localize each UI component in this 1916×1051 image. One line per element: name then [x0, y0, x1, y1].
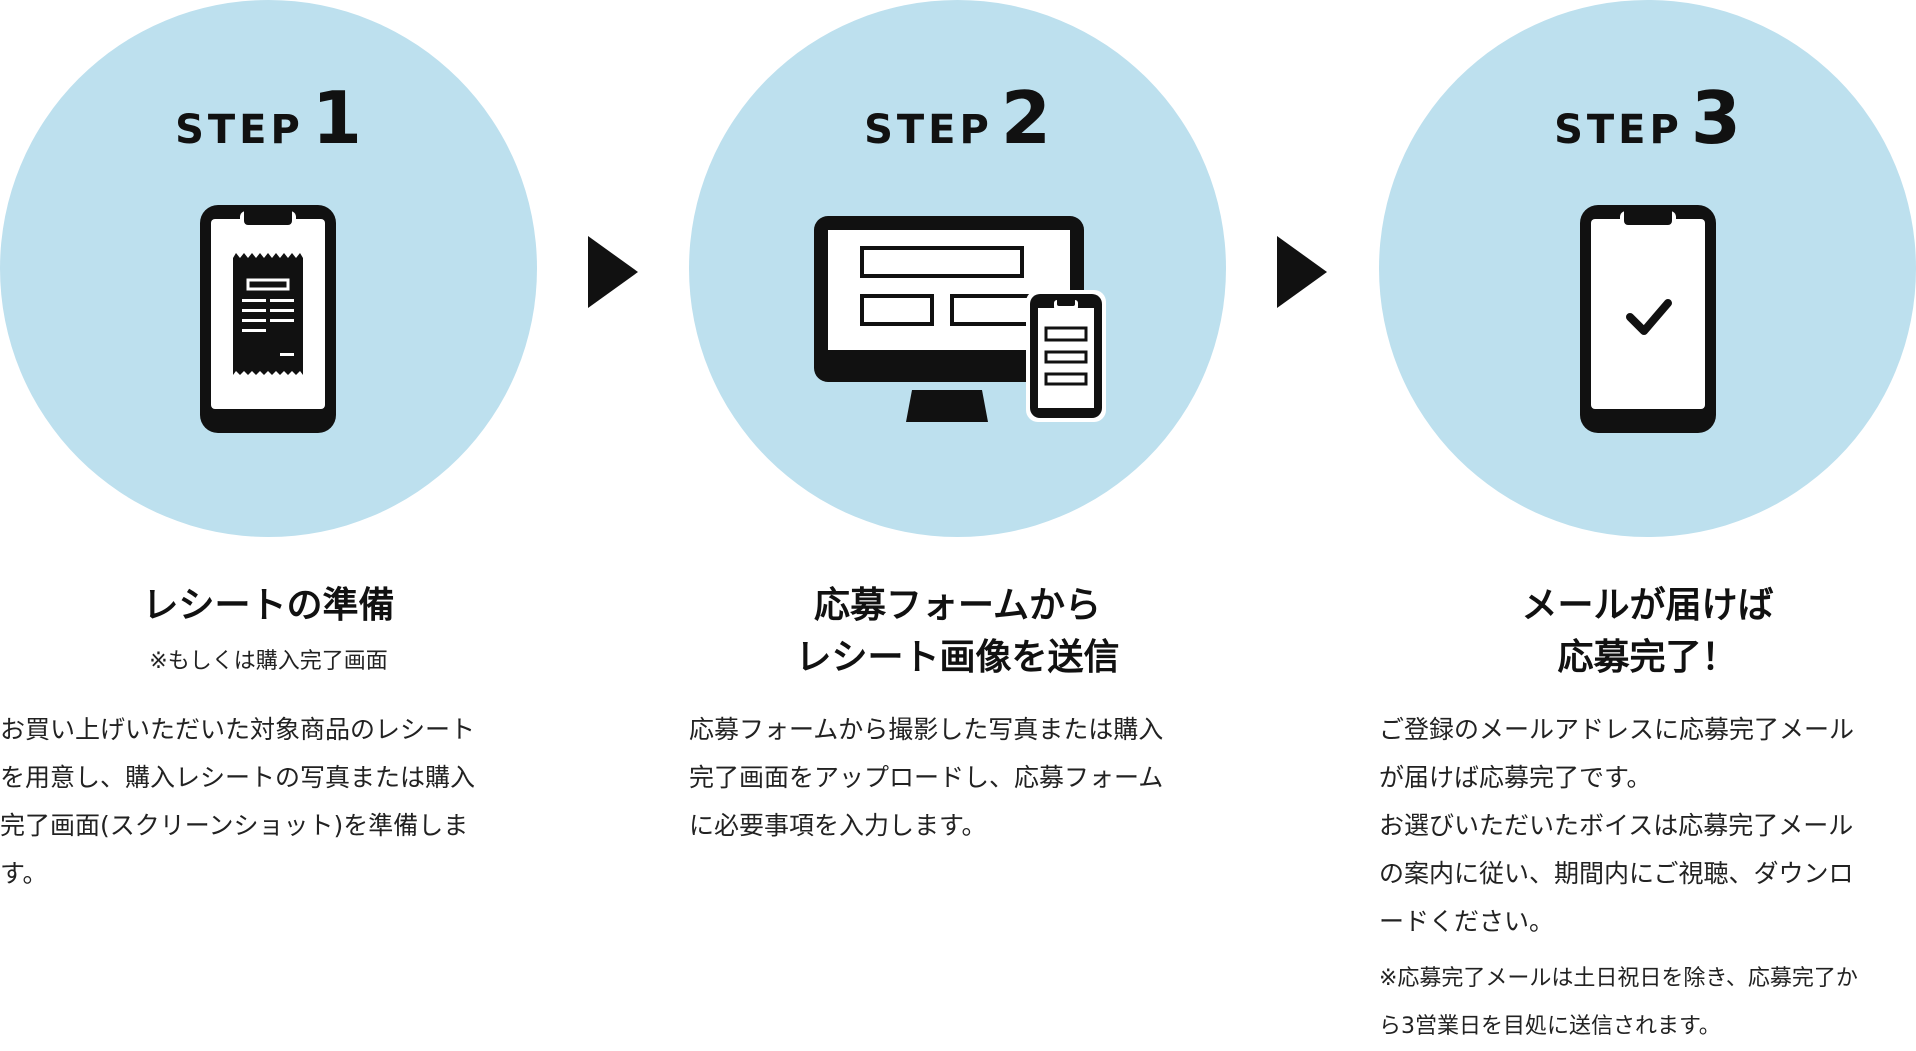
arrow-right-icon — [1277, 236, 1327, 308]
smartphone-check-icon — [1580, 205, 1716, 433]
title-line: レシート画像を送信 — [795, 637, 1120, 678]
step-3-description: ご登録のメールアドレスに応募完了メール が届けば応募完了です。 お選びいただいた… — [1379, 715, 1855, 936]
arrow-right-icon — [588, 236, 638, 308]
step-1-description: お買い上げいただいた対象商品のレシート を用意し、購入レシートの写真または購入 … — [0, 715, 476, 888]
title-line: メールが届けば — [1521, 585, 1774, 626]
step-1-title: レシートの準備 — [0, 580, 537, 632]
step-word: STEP — [864, 107, 993, 153]
title-line: 応募完了！ — [1557, 637, 1738, 678]
monitor-and-phone-form-icon — [814, 216, 1106, 422]
step-number: 2 — [1000, 76, 1051, 160]
smartphone-receipt-icon — [200, 205, 336, 433]
step-2-description: 応募フォームから撮影した写真または購入 完了画面をアップロードし、応募フォーム … — [689, 715, 1164, 840]
step-3-note: ※応募完了メールは土日祝日を除き、応募完了か ら3営業日を目処に送信されます。 — [1379, 966, 1858, 1039]
step-word: STEP — [1554, 107, 1683, 153]
step-word: STEP — [175, 107, 304, 153]
step-number: 3 — [1690, 76, 1741, 160]
step-number: 1 — [311, 76, 362, 160]
title-line: 応募フォームから — [814, 585, 1101, 626]
title-line: レシートの準備 — [142, 585, 395, 626]
step-1-subtitle: ※もしくは購入完了画面 — [149, 649, 388, 674]
step-2-title: 応募フォームから レシート画像を送信 — [689, 580, 1226, 684]
step-3-title: メールが届けば 応募完了！ — [1379, 580, 1916, 684]
